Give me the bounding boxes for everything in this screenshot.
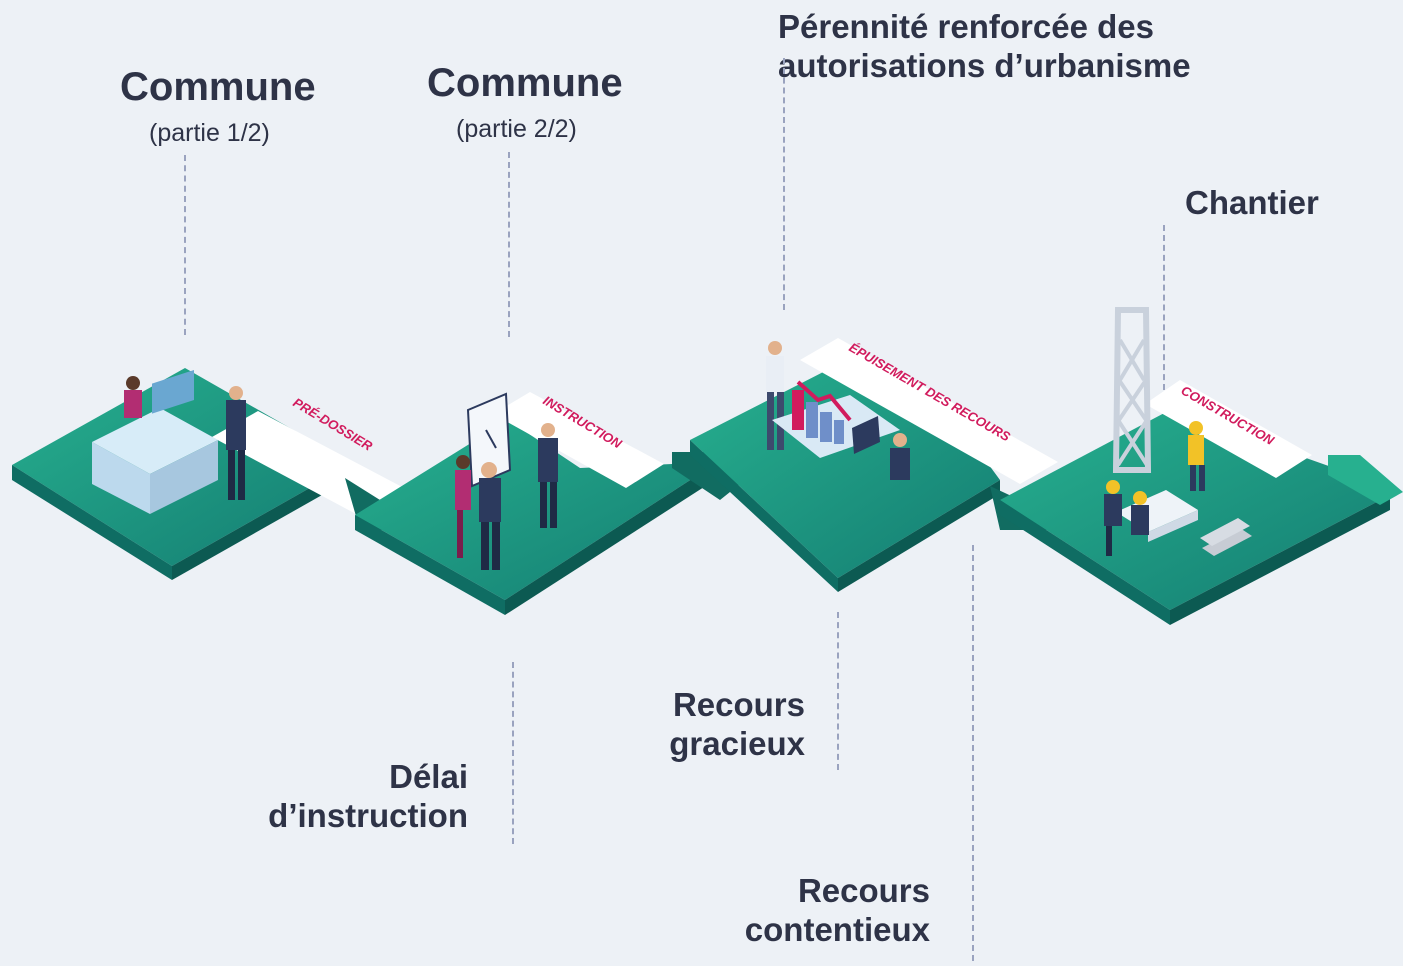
- platform-recours: [690, 338, 1058, 592]
- gracieux-line2: gracieux: [669, 724, 805, 762]
- gracieux-line1: Recours: [672, 686, 805, 723]
- stage1-subtitle: (partie 1/2): [149, 119, 270, 147]
- delai-line1: Délai: [389, 758, 468, 795]
- delai-instruction-label: Délai d’instruction: [250, 758, 468, 836]
- stage1-title: Commune: [120, 65, 316, 109]
- platform-instruction: [355, 392, 718, 615]
- connector-stage3: [783, 58, 785, 310]
- stage4-title: Chantier: [1185, 184, 1319, 221]
- contentieux-line2: contentieux: [744, 910, 930, 948]
- connector-contentieux: [972, 545, 974, 961]
- stage3-title: Pérennité renforcée des autorisations d’…: [778, 8, 1191, 84]
- contentieux-line1: Recours: [797, 872, 930, 909]
- recours-contentieux-label: Recours contentieux: [720, 872, 930, 950]
- connector-stage2: [508, 152, 510, 337]
- connector-stage1: [184, 155, 186, 335]
- office-scene-illustration: [92, 369, 246, 514]
- platform-construction: [1000, 380, 1403, 625]
- delai-line2: d’instruction: [268, 796, 468, 834]
- analysis-scene-illustration: [766, 341, 910, 480]
- stage2-subtitle: (partie 2/2): [456, 115, 577, 143]
- recours-gracieux-label: Recours gracieux: [640, 686, 805, 764]
- connector-gracieux: [837, 612, 839, 770]
- meeting-scene-illustration: [455, 392, 558, 570]
- connector-stage4: [1163, 225, 1165, 390]
- stage2-title: Commune: [427, 61, 623, 105]
- construction-scene-illustration: [1104, 307, 1252, 556]
- connector-delai: [512, 662, 514, 844]
